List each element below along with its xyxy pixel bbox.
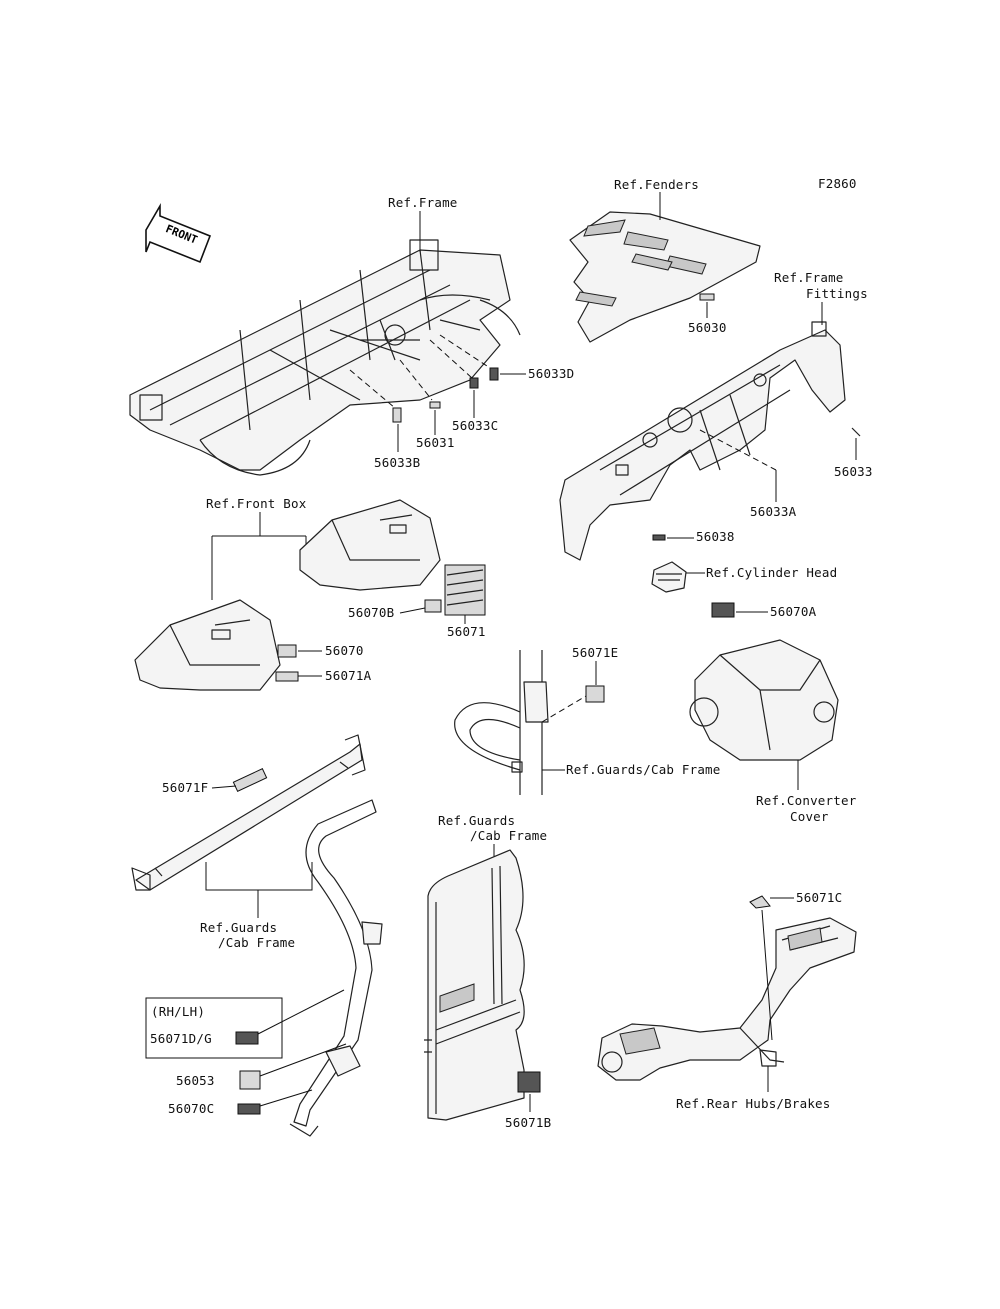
leader-56070c — [259, 1089, 313, 1107]
part-56033: 56033 — [834, 464, 873, 479]
part-56071dg: 56071D/G — [150, 1031, 212, 1046]
door-panel-illustration — [424, 849, 525, 1121]
fenders-illustration — [569, 211, 761, 343]
ref-guards-mid-label: Ref.Guards/Cab Frame — [566, 762, 721, 777]
part-56071: 56071 — [447, 624, 486, 639]
ref-front-box-label: Ref.Front Box — [206, 496, 307, 511]
part-56033b: 56033B — [374, 455, 420, 470]
part-56070b: 56070B — [348, 605, 394, 620]
front-arrow-icon: FRONT — [145, 203, 212, 264]
rear-hubs-illustration — [597, 917, 857, 1081]
leader-56031-dash — [399, 359, 433, 401]
part-56071f: 56071F — [162, 780, 208, 795]
leader-56053 — [259, 1043, 347, 1077]
front-box-lower-illustration — [134, 599, 281, 691]
ref-frame-fittings-line1: Ref.Frame — [774, 270, 844, 285]
decal-56071f — [232, 768, 268, 792]
ref-guards-left-line1: Ref.Guards — [200, 920, 277, 935]
part-56033a: 56033A — [750, 504, 797, 519]
leader-56070b — [399, 607, 426, 614]
ref-guards-left-leader — [205, 862, 313, 918]
leader-56071e-dash — [541, 695, 587, 723]
curved-guard-illustration — [289, 799, 383, 1137]
decal-56031 — [429, 401, 441, 409]
rh-lh-label: (RH/LH) — [151, 1004, 205, 1019]
decal-56033b — [392, 407, 402, 423]
leader-56071f — [211, 785, 237, 789]
part-56033c: 56033C — [452, 418, 498, 433]
decal-56070a — [711, 602, 735, 618]
guard-post-illustration — [454, 650, 549, 795]
part-56071b: 56071B — [505, 1115, 551, 1130]
part-56071a: 56071A — [325, 668, 372, 683]
part-56033d: 56033D — [528, 366, 574, 381]
decal-56033 — [851, 427, 861, 437]
ref-guards-left-line2: /Cab Frame — [218, 935, 295, 950]
decal-56071 — [444, 564, 486, 616]
ref-rear-hubs-label: Ref.Rear Hubs/Brakes — [676, 1096, 831, 1111]
ref-frame-label: Ref.Frame — [388, 195, 458, 210]
decal-56070b — [424, 599, 442, 613]
ref-cylinder-head-label: Ref.Cylinder Head — [706, 565, 837, 580]
ref-converter-line2: Cover — [790, 809, 829, 824]
converter-cover-illustration — [689, 639, 839, 761]
part-56070a: 56070A — [770, 604, 817, 619]
decal-56071c — [749, 895, 771, 909]
frame-fittings-illustration — [559, 321, 846, 561]
leader-56071dg — [257, 989, 345, 1035]
figure-code: F2860 — [818, 176, 857, 191]
ref-guards-door-line1: Ref.Guards — [438, 813, 515, 828]
ref-fenders-label: Ref.Fenders — [614, 177, 699, 192]
ref-frame-fittings-line2: Fittings — [806, 286, 868, 301]
decal-56038 — [652, 534, 666, 541]
decal-56033c — [469, 377, 479, 389]
part-56071e: 56071E — [572, 645, 618, 660]
part-56031: 56031 — [416, 435, 455, 450]
crossbar-illustration — [131, 734, 366, 891]
part-56071c: 56071C — [796, 890, 842, 905]
ref-converter-line1: Ref.Converter — [756, 793, 857, 808]
part-56030: 56030 — [688, 320, 727, 335]
decal-56033d — [489, 367, 499, 381]
decal-56071e — [585, 685, 605, 703]
part-56070c: 56070C — [168, 1101, 214, 1116]
decal-56071a — [275, 671, 299, 682]
ref-front-box-leader — [211, 512, 307, 600]
decal-56030 — [699, 293, 715, 301]
decal-56070 — [277, 644, 297, 658]
part-56070: 56070 — [325, 643, 364, 658]
decal-56071b — [517, 1071, 541, 1093]
leader-56071c-to-part — [761, 909, 773, 1041]
decal-56053 — [239, 1070, 261, 1090]
rh-lh-box — [145, 997, 283, 1059]
part-56053: 56053 — [176, 1073, 215, 1088]
ref-guards-door-line2: /Cab Frame — [470, 828, 547, 843]
decal-56071dg — [235, 1031, 259, 1045]
decal-56070c — [237, 1103, 261, 1115]
front-box-upper-illustration — [299, 499, 441, 591]
cylinder-head-illustration — [651, 561, 687, 593]
frame-illustration — [129, 239, 521, 476]
leader-56033a-dash — [699, 429, 777, 471]
part-56038: 56038 — [696, 529, 735, 544]
